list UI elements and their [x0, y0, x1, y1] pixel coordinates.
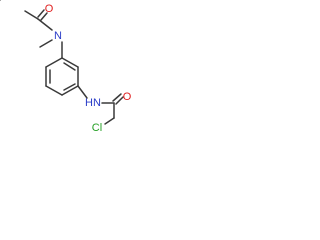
bond-carbonyl-n	[37, 18, 53, 31]
bond-n-methyl	[39, 39, 53, 48]
ring-bond-4	[45, 85, 63, 96]
bond-c-o-double-b	[40, 12, 48, 21]
bond-amide-co-a	[112, 93, 122, 102]
chemical-structure: O N HN O Cl	[0, 0, 132, 134]
atom-chlorine: Cl	[92, 122, 102, 134]
ring-bond-1	[61, 57, 79, 68]
bond-methyl-carbonyl-left	[24, 10, 39, 20]
bond-c-o-double-a	[37, 9, 45, 18]
ring-double-1	[63, 62, 76, 71]
atom-nitrogen-amine: N	[54, 30, 62, 42]
atom-oxygen-amide: O	[123, 91, 132, 103]
ring-bond-6	[45, 57, 63, 68]
bond-group	[0, 0, 124, 125]
atom-nitrogen-amide: HN	[85, 97, 101, 109]
ring-bond-3	[61, 85, 79, 96]
bond-ring-nh	[77, 85, 88, 99]
atom-labels: O N HN O Cl	[45, 3, 132, 134]
ring-double-2	[63, 83, 76, 91]
bond-amide-co-b	[115, 96, 124, 105]
bond-ch2-cl	[104, 117, 115, 125]
atom-oxygen-acetyl: O	[45, 3, 54, 15]
